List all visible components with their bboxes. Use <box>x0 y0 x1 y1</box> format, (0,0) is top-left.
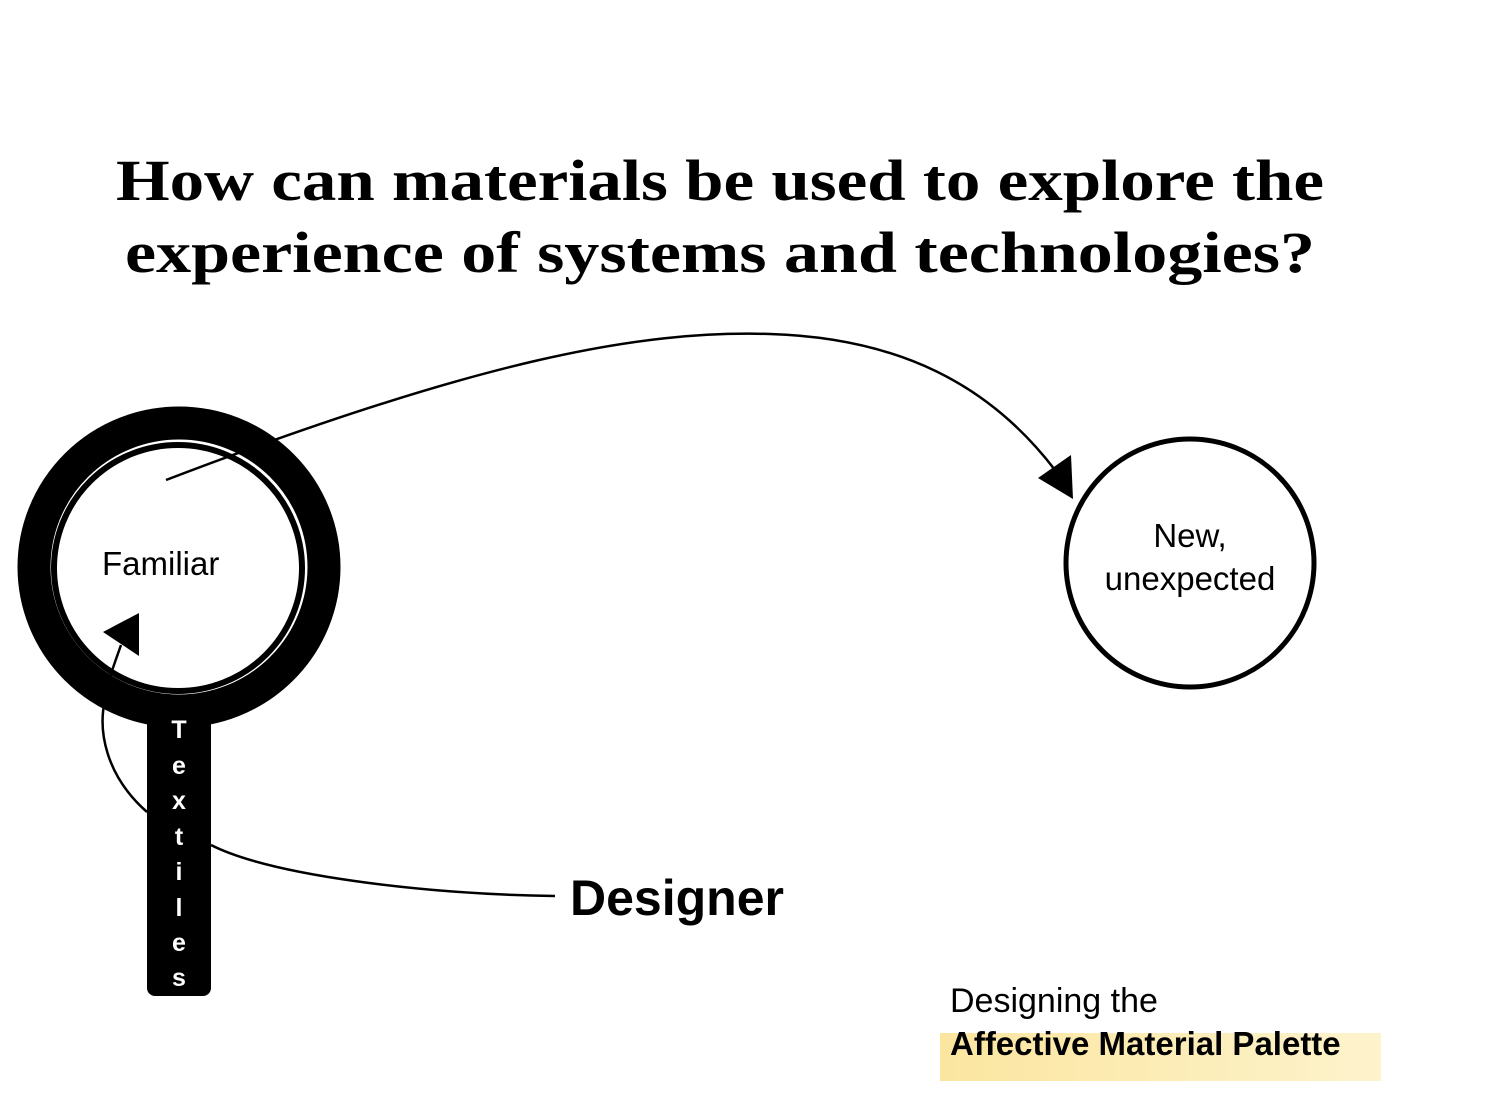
designer-arrow-curve <box>101 644 148 813</box>
new-unexpected-circle <box>1063 436 1317 690</box>
footer-line-1: Designing the <box>950 982 1158 1020</box>
handle-letter: T <box>171 716 186 744</box>
footer-highlight <box>940 1033 1381 1081</box>
magnifier-outer-ring <box>17 406 341 728</box>
designer-arrow-line <box>210 843 556 898</box>
handle-letter: x <box>172 787 186 815</box>
handle-letter: s <box>172 964 186 992</box>
familiar-label: Familiar <box>102 545 219 582</box>
title-line-2: experience of systems and technologies? <box>125 220 1315 285</box>
designer-label: Designer <box>570 870 784 926</box>
magnifier-inner-ring <box>51 442 305 694</box>
magnifier-icon <box>17 406 341 996</box>
title-line-1: How can materials be used to explore the <box>116 148 1324 213</box>
handle-letter: e <box>172 752 186 780</box>
new-label-line-2: unexpected <box>1105 560 1276 597</box>
explore-arrow-line <box>165 332 1056 482</box>
magnifier-handle <box>147 700 211 996</box>
handle-letter: t <box>175 823 184 851</box>
arrow-head-icon <box>103 613 139 656</box>
handle-letter: e <box>172 929 186 957</box>
new-label-line-1: New, <box>1153 517 1226 554</box>
footer-line-2: Affective Material Palette <box>950 1025 1341 1062</box>
arrow-head-icon <box>1038 455 1073 499</box>
handle-label: T e x t i l e s <box>171 716 186 992</box>
handle-letter: i <box>176 858 183 886</box>
handle-letter: l <box>176 894 183 922</box>
